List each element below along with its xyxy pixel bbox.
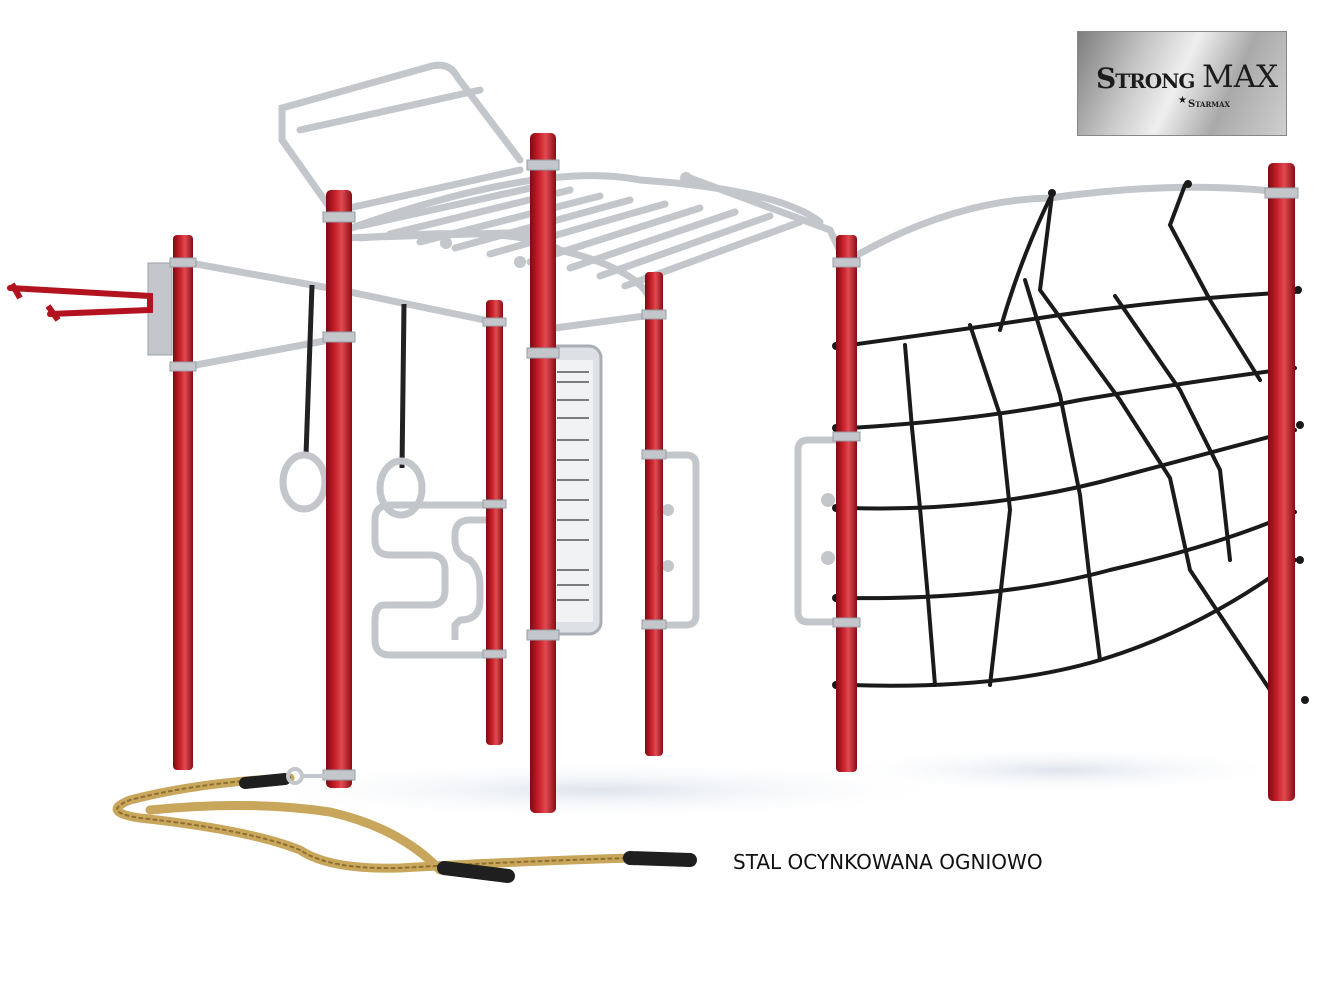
battle-rope <box>112 767 697 883</box>
vertical-handle <box>794 436 845 626</box>
logo-brand-accent: MAX <box>1202 59 1279 95</box>
gymnastic-rings <box>279 284 426 519</box>
strongmax-logo: Strong MAX ★ Starmax <box>1077 31 1287 136</box>
bar-end-cap <box>514 256 526 268</box>
instruction-board <box>543 344 603 636</box>
monkey-bars <box>278 61 849 304</box>
logo-brand-main: Strong <box>1096 62 1196 95</box>
post <box>1268 163 1295 801</box>
post <box>326 190 352 788</box>
post <box>486 300 503 745</box>
post <box>645 272 663 756</box>
logo-brand-sub: Starmax <box>1188 99 1230 110</box>
post-clamps <box>169 159 1299 781</box>
post <box>173 235 193 770</box>
vertical-handle <box>652 451 700 629</box>
zigzag-handle <box>371 501 494 659</box>
material-caption: STAL OCYNKOWANA OGNIOWO <box>733 850 1043 874</box>
handle-knob <box>662 560 674 572</box>
star-icon: ★ <box>1178 95 1187 106</box>
bar-end-cap <box>680 172 692 184</box>
bar-end-cap <box>440 237 452 249</box>
dip-bar-bracket <box>7 262 173 356</box>
handle-knob <box>821 551 835 565</box>
post <box>530 133 556 813</box>
handle-knob <box>662 504 674 516</box>
post <box>836 235 857 772</box>
climbing-net <box>848 183 1297 692</box>
floor-shadow <box>240 760 960 820</box>
floor-shadow <box>830 746 1290 794</box>
handle-knob <box>821 493 835 507</box>
